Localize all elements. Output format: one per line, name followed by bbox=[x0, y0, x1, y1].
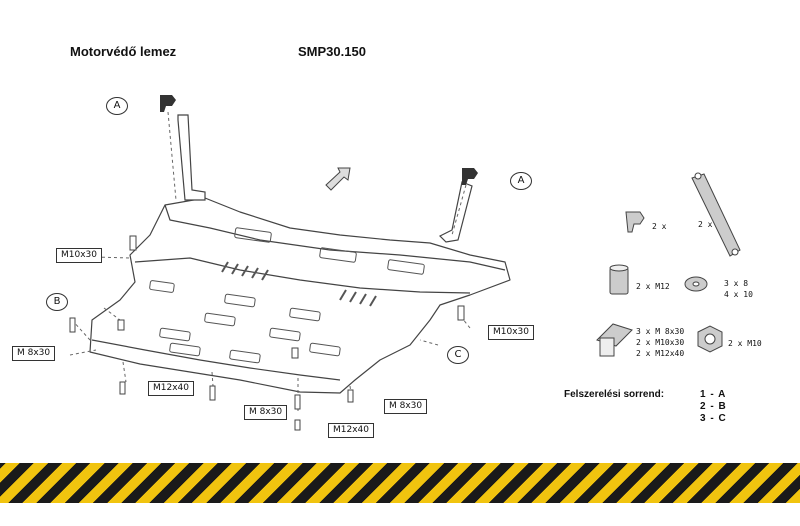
plate-slot bbox=[309, 342, 341, 357]
bolt-icon bbox=[129, 235, 137, 251]
callout-a-top: A bbox=[106, 97, 128, 115]
qty-bracket: 2 x bbox=[698, 220, 713, 229]
plate-slot bbox=[387, 259, 425, 275]
qty-bolt-3: 2 x M12x40 bbox=[636, 349, 685, 358]
sequence-step: 3 - C bbox=[700, 413, 727, 424]
qty-bolt-1: 3 x M 8x30 bbox=[636, 327, 685, 336]
qty-washer-2: 4 x 10 bbox=[724, 290, 753, 299]
plate-slot bbox=[149, 280, 175, 293]
plate-fold-line bbox=[134, 257, 471, 294]
parts-clip-icon bbox=[625, 211, 645, 233]
diagram-title: Motorvédő lemez bbox=[70, 44, 177, 59]
plate-slot bbox=[319, 247, 357, 263]
callout-c: C bbox=[447, 346, 469, 364]
plate-slot bbox=[234, 227, 272, 243]
bracket-right bbox=[438, 181, 473, 243]
bolt-icon bbox=[457, 305, 465, 321]
qty-clip: 2 x bbox=[652, 222, 667, 231]
clip-icons bbox=[160, 95, 478, 185]
plate-slot bbox=[204, 312, 236, 327]
qty-bolt-2: 2 x M10x30 bbox=[636, 338, 685, 347]
qty-hexnut: 2 x M10 bbox=[728, 339, 762, 348]
parts-nut-icon bbox=[609, 267, 629, 295]
label-m12x40-a: M12x40 bbox=[148, 381, 194, 396]
plate-slot bbox=[289, 307, 321, 322]
plate-slot bbox=[269, 327, 301, 342]
sequence-step: 1 - A bbox=[700, 389, 727, 400]
part-code: SMP30.150 bbox=[298, 44, 366, 59]
qty-washer-1: 3 x 8 bbox=[724, 279, 749, 288]
bolt-icon bbox=[117, 319, 125, 331]
bolt-icon bbox=[69, 317, 76, 333]
sequence-step: 2 - B bbox=[700, 401, 727, 412]
plate-slot bbox=[169, 342, 201, 357]
bolt-icon bbox=[347, 389, 354, 403]
skid-plate-outline bbox=[89, 197, 511, 394]
label-m8x30-mid: M 8x30 bbox=[244, 405, 288, 420]
callout-b: B bbox=[46, 293, 68, 311]
bolt-icon bbox=[209, 385, 216, 401]
bolt-icon bbox=[291, 347, 299, 359]
direction-arrow-icon bbox=[325, 167, 351, 191]
label-m12x40-b: M12x40 bbox=[328, 423, 374, 438]
qty-nut: 2 x M12 bbox=[636, 282, 670, 291]
vent-louvers bbox=[221, 261, 377, 307]
plate-slot bbox=[159, 327, 191, 342]
label-m10x30-left: M10x30 bbox=[56, 248, 102, 263]
bolt-icon bbox=[294, 419, 301, 431]
parts-bracket-icon bbox=[691, 173, 741, 257]
label-m8x30-left: M 8x30 bbox=[12, 346, 56, 361]
bolt-icon bbox=[119, 381, 126, 395]
hazard-stripe-band bbox=[0, 463, 800, 503]
label-m8x30-right: M 8x30 bbox=[384, 399, 428, 414]
callout-a-right: A bbox=[510, 172, 532, 190]
bracket-left bbox=[177, 114, 206, 201]
plate-slot bbox=[224, 293, 256, 308]
label-m10x30-right: M10x30 bbox=[488, 325, 534, 340]
sequence-title: Felszerelési sorrend: bbox=[564, 389, 665, 400]
plate-slot bbox=[229, 349, 261, 364]
bolt-icon bbox=[294, 394, 301, 410]
